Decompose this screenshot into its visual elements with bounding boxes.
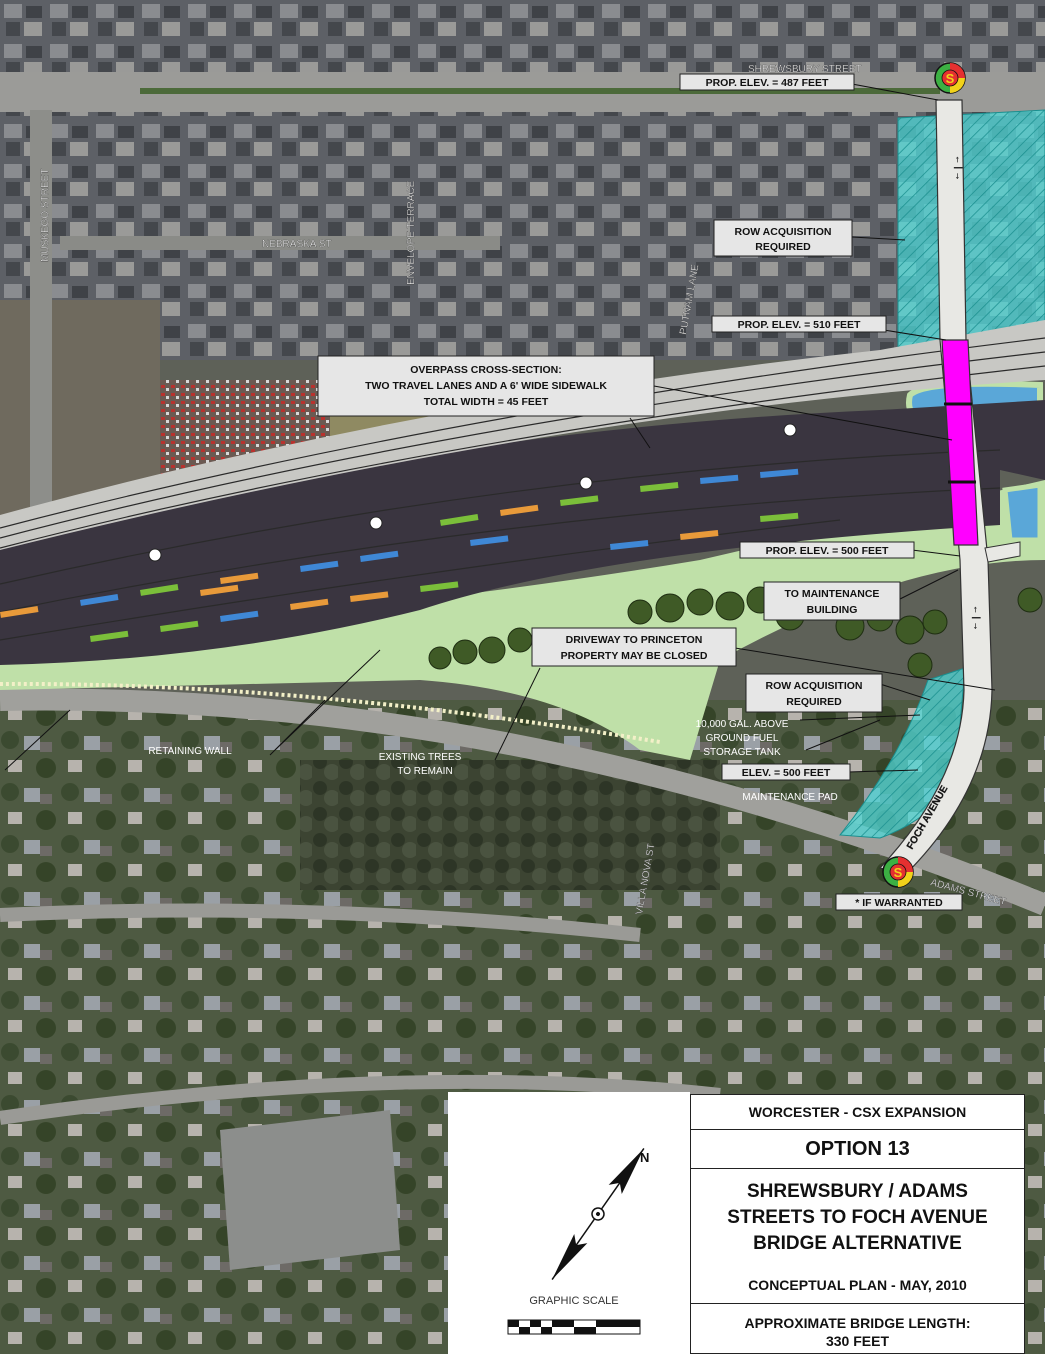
label-maintenance-pad: MAINTENANCE PAD: [742, 792, 837, 803]
callout-driveway-princeton: DRIVEWAY TO PRINCETON PROPERTY MAY BE CL…: [531, 627, 737, 667]
graphic-scale-label: GRAPHIC SCALE: [529, 1295, 618, 1307]
svg-text:PROP. ELEV. = 487 FEET: PROP. ELEV. = 487 FEET: [706, 77, 829, 89]
label-existing-trees: EXISTING TREES TO REMAIN: [379, 752, 462, 777]
lower-road: [0, 1074, 721, 1125]
nebraska-street-road: [60, 236, 500, 250]
svg-text:TO REMAIN: TO REMAIN: [397, 766, 452, 777]
envelope-terrace-label: ENVELOPE TERRACE: [406, 180, 417, 285]
adams-street-road: [0, 688, 1045, 916]
retaining-wall-line: [0, 681, 661, 744]
title-plan-date: CONCEPTUAL PLAN - MAY, 2010: [691, 1267, 1024, 1304]
svg-text:STORAGE TANK: STORAGE TANK: [703, 747, 781, 758]
callout-prop-elev-top: PROP. ELEV. = 487 FEET: [679, 73, 855, 91]
svg-text:EXISTING TREES: EXISTING TREES: [379, 752, 462, 763]
title-bridge-length: APPROXIMATE BRIDGE LENGTH: 330 FEET: [691, 1304, 1024, 1350]
callout-leaders: [4, 83, 996, 773]
maintenance-driveway: [984, 541, 1021, 563]
svg-text:PROP. ELEV. = 500 FEET: PROP. ELEV. = 500 FEET: [766, 545, 889, 557]
callout-elev-tank: ELEV. = 500 FEET: [721, 763, 851, 781]
track-crossing-markers: [148, 423, 797, 562]
containers-row-2: [0, 512, 799, 618]
north-arrow-panel: N GRAPHIC SCALE: [448, 1092, 690, 1354]
svg-text:GROUND FUEL: GROUND FUEL: [706, 733, 779, 744]
svg-text:OVERPASS CROSS-SECTION:: OVERPASS CROSS-SECTION:: [410, 364, 562, 376]
bridge-piers: [944, 402, 976, 484]
shrewsbury-street-label: SHREWSBURY STREET: [748, 64, 862, 75]
title-description-line-1: SHREWSBURY / ADAMS: [747, 1181, 968, 1202]
retention-pond-lower: [1002, 482, 1043, 543]
callout-prop-elev-low: PROP. ELEV. = 500 FEET: [739, 541, 915, 559]
containers-row-1: [439, 468, 799, 526]
nebraska-street-label: NEBRASKA ST: [262, 239, 331, 250]
callout-prop-elev-mid: PROP. ELEV. = 510 FEET: [711, 315, 887, 333]
title-description: SHREWSBURY / ADAMS STREETS TO FOCH AVENU…: [691, 1169, 1024, 1257]
svg-text:TWO TRAVEL LANES AND A 6' WIDE: TWO TRAVEL LANES AND A 6' WIDE SIDEWALK: [365, 380, 607, 392]
svg-text:PROPERTY MAY BE CLOSED: PROPERTY MAY BE CLOSED: [561, 650, 708, 662]
svg-text:10,000 GAL. ABOVE: 10,000 GAL. ABOVE: [696, 719, 789, 730]
muskego-street-label: MUSKEGO STREET: [40, 169, 51, 262]
north-arrow-graphic: N GRAPHIC SCALE: [507, 1148, 649, 1335]
road-arrow-upper: ← | →: [954, 155, 964, 181]
containers-row-3: [90, 581, 459, 642]
svg-text:BUILDING: BUILDING: [807, 604, 858, 616]
label-retaining-wall: RETAINING WALL: [148, 746, 232, 757]
title-block: WORCESTER - CSX EXPANSION OPTION 13 SHRE…: [690, 1094, 1025, 1354]
shrewsbury-median: [140, 88, 940, 94]
rail-corridor-light: [0, 320, 1045, 550]
signal-top-letter: S: [946, 71, 955, 86]
downtown-blocks: [0, 0, 1045, 360]
svg-text:ROW ACQUISITION: ROW ACQUISITION: [734, 226, 831, 238]
graphic-scale-bar: [507, 1319, 641, 1335]
signal-bottom: S: [882, 856, 914, 888]
rail-tracks: [0, 337, 1045, 641]
bridge-length-value: 330 FEET: [825, 1333, 890, 1349]
bridge-length-label: APPROXIMATE BRIDGE LENGTH:: [744, 1315, 971, 1331]
bridge-span: [941, 339, 979, 546]
north-arrow-icon: [551, 1148, 645, 1280]
row-acquisition-upper-area: [897, 109, 1045, 353]
svg-text:TOTAL WIDTH = 45 FEET: TOTAL WIDTH = 45 FEET: [424, 396, 549, 408]
title-project: WORCESTER - CSX EXPANSION: [691, 1095, 1024, 1130]
svg-text:REQUIRED: REQUIRED: [786, 696, 842, 708]
residential-road: [0, 903, 641, 942]
svg-text:DRIVEWAY TO PRINCETON: DRIVEWAY TO PRINCETON: [566, 634, 703, 646]
parking-lot-lower-left: [220, 1110, 400, 1270]
north-label: N: [640, 1150, 649, 1165]
callout-to-maintenance-building: TO MAINTENANCE BUILDING: [763, 581, 901, 621]
signal-bottom-letter: S: [894, 865, 903, 880]
callout-if-warranted: * IF WARRANTED: [835, 893, 963, 911]
signal-top: S: [934, 62, 966, 94]
svg-text:ROW ACQUISITION: ROW ACQUISITION: [765, 680, 862, 692]
road-arrow-lower: ← | →: [972, 605, 982, 631]
title-option: OPTION 13: [691, 1130, 1024, 1169]
callout-row-acquisition-bottom: ROW ACQUISITION REQUIRED: [745, 673, 883, 713]
svg-text:REQUIRED: REQUIRED: [755, 241, 811, 253]
svg-text:ELEV. = 500 FEET: ELEV. = 500 FEET: [742, 767, 831, 779]
svg-text:PROP. ELEV. = 510 FEET: PROP. ELEV. = 510 FEET: [738, 319, 861, 331]
callout-row-acquisition-top: ROW ACQUISITION REQUIRED: [713, 219, 853, 257]
callout-overpass-cross-section: OVERPASS CROSS-SECTION: TWO TRAVEL LANES…: [317, 355, 655, 417]
title-description-line-2: STREETS TO FOCH AVENUE: [727, 1207, 988, 1228]
svg-text:TO MAINTENANCE: TO MAINTENANCE: [785, 588, 880, 600]
svg-text:* IF WARRANTED: * IF WARRANTED: [855, 897, 943, 909]
title-description-line-3: BRIDGE ALTERNATIVE: [753, 1233, 962, 1254]
label-fuel-storage-tank: 10,000 GAL. ABOVE GROUND FUEL STORAGE TA…: [696, 719, 789, 758]
